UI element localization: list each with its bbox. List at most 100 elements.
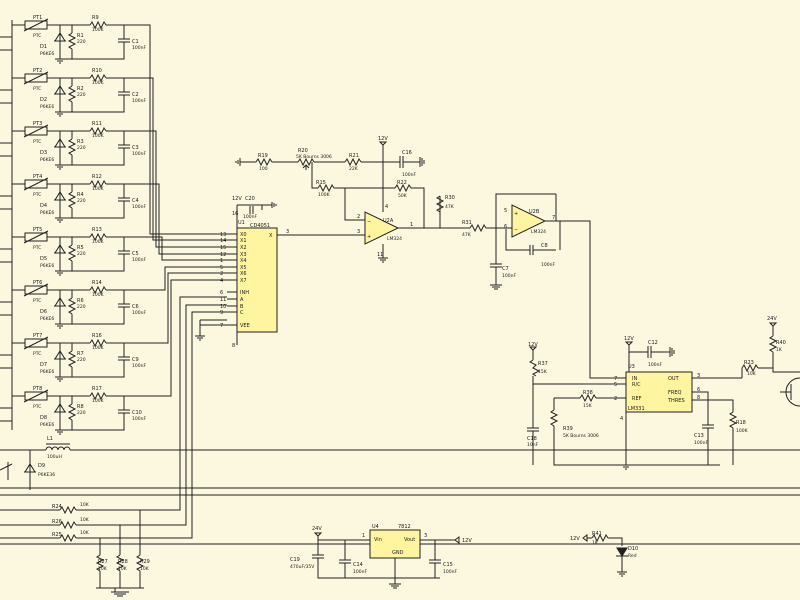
resistor2-ref: R3: [77, 139, 84, 145]
power-led: 12V R41 1K D10 Red: [570, 531, 638, 577]
cap-ref: C6: [132, 304, 139, 310]
r39-val: 5K Bourns 3006: [563, 433, 599, 439]
input-resistor: [89, 232, 107, 242]
input-resistor: [89, 73, 107, 83]
mux-pin-name: INH: [240, 290, 249, 296]
mux-pin-name: X4: [240, 258, 247, 264]
u2a-part: LM324: [387, 236, 402, 242]
d9-tvs-diode: [24, 463, 36, 473]
ground-symbol: [55, 323, 65, 329]
c18-capacitor: [527, 427, 539, 432]
resistor1-val: 100K: [92, 27, 105, 33]
resistor2-val: 220: [77, 304, 86, 310]
resistor1-ref: R13: [92, 227, 102, 233]
ptc-thermistor: [23, 71, 49, 85]
cap-val: 100nF: [132, 257, 146, 263]
filter-stage: R30 47K R31 47K C7 100nF + − U2B LM324 5…: [435, 193, 630, 379]
r20-val: 5K Bourns 3006: [296, 154, 332, 160]
resistor1-ref: R14: [92, 280, 102, 286]
regulator-7812: 24V C19 470uF/35V C14 100nF U4 7812 Vin …: [290, 524, 472, 589]
mux-pin-name: VEE: [240, 323, 250, 329]
diode-ref: D6: [40, 309, 47, 315]
cap-val: 100nF: [132, 204, 146, 210]
r22-resistor: [394, 183, 412, 193]
l1-val: 100uH: [47, 454, 62, 460]
resistor2-val: 220: [77, 198, 86, 204]
diode-val: P6KE6: [40, 157, 54, 163]
diode-val: P6KE6: [40, 316, 54, 322]
mux-pin-name: X5: [240, 265, 247, 271]
series-resistor: [67, 297, 77, 315]
r20-potentiometer: [297, 157, 315, 167]
u2a-pin-vcc: 4: [385, 204, 388, 210]
input-resistor: [89, 20, 107, 30]
filter-capacitor: [118, 38, 130, 43]
c7-capacitor: [490, 263, 502, 268]
mux-pin-num: 9: [220, 310, 223, 316]
ground-symbol: [419, 157, 425, 167]
diode-val: P6KE6: [40, 210, 54, 216]
diode-ref: D2: [40, 97, 47, 103]
diode-ref: D1: [40, 44, 47, 50]
c7-val: 100nF: [502, 273, 516, 279]
c14-capacitor: [339, 559, 351, 564]
resistor1-ref: R12: [92, 174, 102, 180]
ground-symbol: [389, 578, 401, 589]
c19-val: 470uF/35V: [290, 564, 315, 570]
r31-val: 47K: [462, 232, 472, 238]
ground-symbol: [111, 588, 129, 597]
r27-ref: R27: [98, 559, 108, 565]
r37-val: 15K: [538, 369, 548, 375]
resistor2-val: 220: [77, 357, 86, 363]
ptc-ref: PT6: [33, 280, 42, 286]
u2b-plus-sign: +: [514, 211, 518, 217]
out-supply: 24V: [767, 316, 777, 322]
filter-capacitor: [118, 356, 130, 361]
r31-ref: R31: [462, 220, 472, 226]
lm331-pin-name: OUT: [668, 376, 680, 382]
c13-ref: C13: [694, 433, 704, 439]
cap-ref: C5: [132, 251, 139, 257]
r40-ref: R40: [776, 340, 786, 346]
u2a-inv-sign: −: [367, 219, 371, 225]
r30-ref: R30: [445, 195, 455, 201]
lm331-pin-num: 5: [614, 382, 617, 388]
ground-symbol: [490, 284, 502, 290]
series-resistor: [67, 32, 77, 50]
filter-capacitor: [118, 409, 130, 414]
mux-pin-name: C: [240, 310, 244, 316]
filter-capacitor: [118, 197, 130, 202]
ptc-val: PTC: [33, 139, 41, 145]
u2b-part: LM324: [531, 229, 546, 235]
ground-symbol: [55, 270, 65, 276]
d10-val: Red: [628, 553, 637, 559]
lm331-pin-name: IN: [632, 376, 637, 382]
resistor2-ref: R6: [77, 298, 84, 304]
lm331-pin-name: FREQ: [668, 390, 682, 396]
resistor2-val: 220: [77, 251, 86, 257]
diode-val: P6KE6: [40, 422, 54, 428]
reg-pin-gnd: GND: [392, 550, 404, 556]
reg-pin-in: Vin: [374, 537, 382, 543]
r26-resistor: [59, 520, 77, 530]
u2a-pin-out: 1: [410, 222, 413, 228]
c16-val: 100nF: [402, 172, 416, 178]
ptc-ref: PT7: [33, 333, 42, 339]
input-resistor: [89, 179, 107, 189]
u2a-opamp: [364, 211, 400, 245]
mux-cap-val: 100nF: [243, 214, 257, 220]
ground-symbol: [195, 322, 205, 341]
r28-ref: R28: [118, 559, 128, 565]
r19-resistor: [255, 157, 273, 167]
ground-symbol: [55, 111, 65, 117]
reg-part: 7812: [398, 524, 411, 530]
r30-resistor: [435, 195, 445, 213]
input-resistor: [89, 285, 107, 295]
r41-ref: R41: [592, 531, 602, 537]
